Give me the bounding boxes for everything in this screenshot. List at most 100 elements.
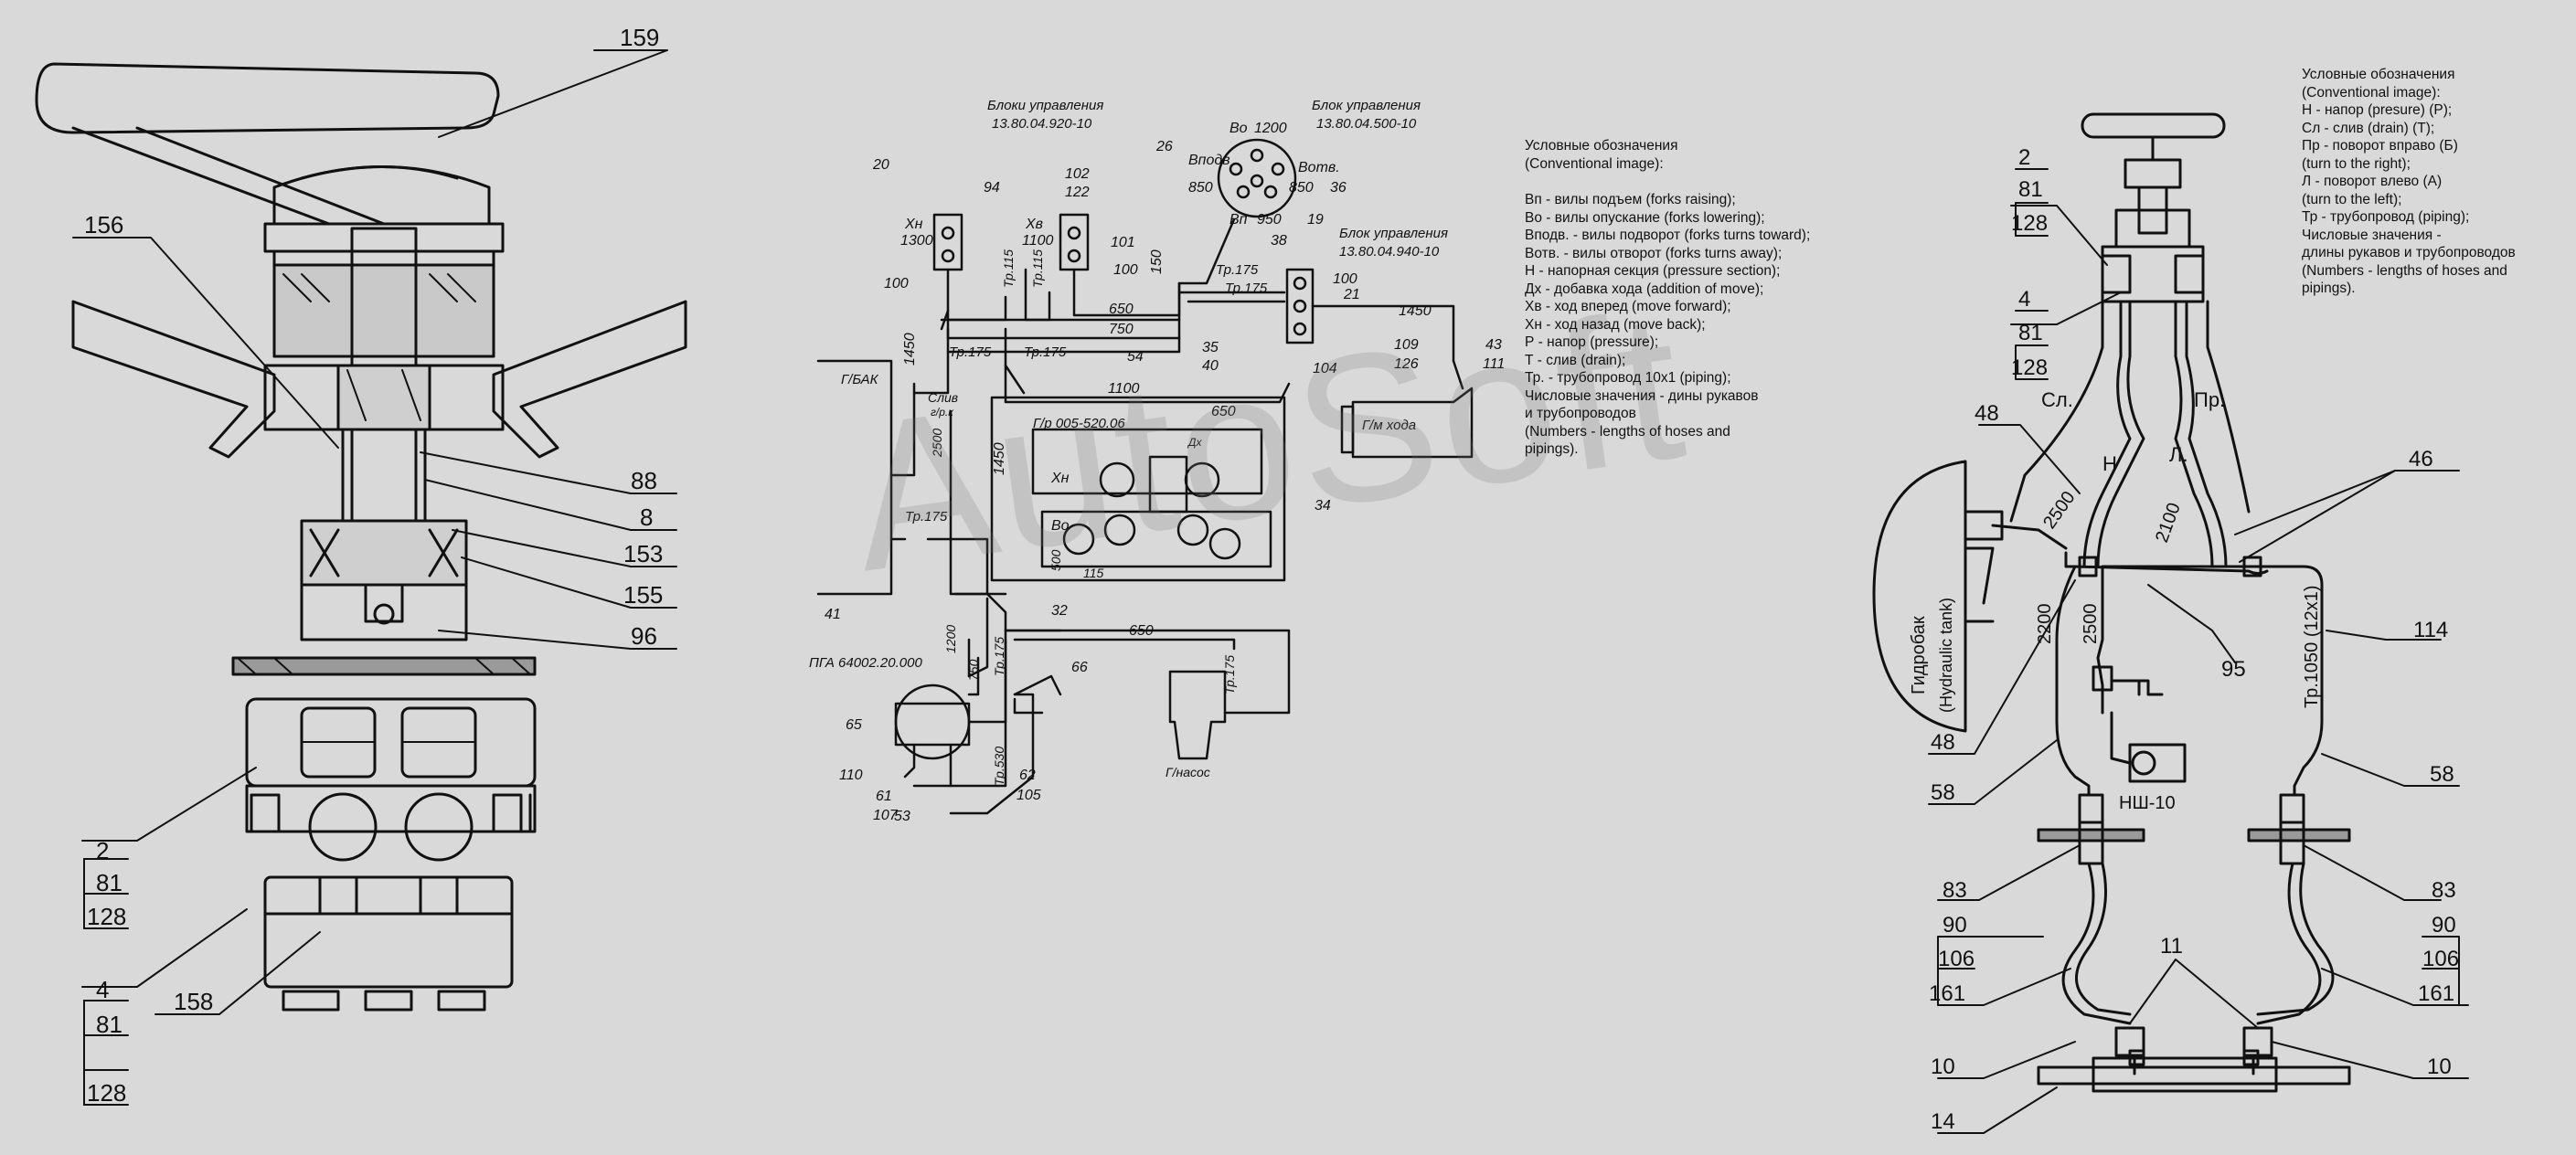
callout-61: 61 bbox=[876, 789, 892, 804]
callout-35: 35 bbox=[1202, 340, 1219, 355]
callout-r11: 11 bbox=[2160, 934, 2183, 959]
label-drain2: г/р.к bbox=[931, 406, 954, 419]
label-tank-en: (Hydraulic tank) bbox=[1937, 598, 1955, 713]
callout-94: 94 bbox=[984, 180, 1000, 196]
label-500: 500 bbox=[1048, 549, 1063, 571]
callout-r48-a: 48 bbox=[1975, 401, 1999, 426]
label-1100b: 1100 bbox=[1108, 381, 1140, 397]
label-tr175-c: Тр.175 bbox=[949, 344, 992, 360]
stack-r2-b: 81 bbox=[2018, 177, 2043, 202]
callout-8: 8 bbox=[640, 503, 653, 531]
label-bpodv: Вподв bbox=[1188, 153, 1230, 168]
callout-r161-b: 161 bbox=[2418, 981, 2454, 1006]
label-tr175-e: Тр.175 bbox=[905, 509, 948, 525]
stack-2-b: 81 bbox=[96, 869, 122, 896]
legend-line: Тр - трубопровод (piping); bbox=[2302, 209, 2470, 225]
legend-line bbox=[1525, 173, 1810, 191]
callout-r46: 46 bbox=[2409, 447, 2433, 472]
label-pga: ПГА 64002.20.000 bbox=[809, 655, 922, 671]
legend-left: Условные обозначения(Conventional image)… bbox=[1525, 137, 1810, 459]
legend-line: Числовые значения - bbox=[2302, 227, 2442, 243]
stack-r4-b: 81 bbox=[2018, 321, 2043, 345]
callout-r106-b: 106 bbox=[2422, 947, 2459, 971]
label-1100: 1100 bbox=[1022, 233, 1054, 249]
legend-line: Н - напорная секция (pressure section); bbox=[1525, 263, 1781, 279]
legend-line: Л - поворот влево (А) bbox=[2302, 174, 2443, 189]
middle-view-labels: Блоки управления 13.80.04.920-10 Блок уп… bbox=[809, 98, 1448, 786]
left-view-leaders bbox=[72, 49, 677, 1106]
legend-line: Дх - добавка хода (addition of move); bbox=[1525, 281, 1764, 297]
callout-159: 159 bbox=[620, 24, 659, 51]
callout-r90-b: 90 bbox=[2432, 913, 2456, 938]
callout-107: 107 bbox=[873, 808, 899, 823]
label-1450a: 1450 bbox=[902, 333, 918, 366]
callout-20: 20 bbox=[872, 157, 889, 173]
label-bo: Во bbox=[1229, 121, 1248, 136]
length-2500-a: 2500 bbox=[2039, 488, 2080, 533]
callout-r10-b: 10 bbox=[2427, 1054, 2452, 1079]
label-850b: 850 bbox=[1289, 180, 1314, 196]
legend-line: Хн - ход назад (move back); bbox=[1525, 316, 1706, 333]
left-view-labels: 159 156 88 8 153 155 96 158 2 81 128 4 8… bbox=[84, 24, 663, 1107]
legend-line: (Conventional image): bbox=[2302, 84, 2441, 101]
label-2500: 2500 bbox=[930, 429, 944, 458]
label-motor: Г/м хода bbox=[1362, 418, 1416, 433]
callout-53: 53 bbox=[894, 809, 910, 824]
length-2500-b: 2500 bbox=[2081, 604, 2101, 645]
legend-line: Во - вилы опускание (forks lowering); bbox=[1525, 209, 1765, 226]
callout-104: 104 bbox=[1313, 361, 1337, 376]
label-botv: Вотв. bbox=[1298, 160, 1340, 175]
title-control-block-2-code: 13.80.04.940-10 bbox=[1339, 244, 1440, 260]
callout-88: 88 bbox=[631, 467, 657, 494]
callout-40: 40 bbox=[1202, 358, 1219, 374]
label-tr175-a: Тр.175 bbox=[1216, 262, 1259, 278]
label-1450c: 1450 bbox=[992, 442, 1007, 475]
stack-r4-a: 4 bbox=[2018, 287, 2030, 312]
stack-4-c: 128 bbox=[87, 1079, 126, 1107]
title-control-blocks-code: 13.80.04.920-10 bbox=[992, 116, 1092, 132]
label-xb: Хв bbox=[1025, 217, 1043, 232]
callout-96: 96 bbox=[631, 622, 657, 650]
label-650b: 650 bbox=[1211, 404, 1236, 419]
legend-line: Вотв. - вилы отворот (forks turns away); bbox=[1525, 245, 1783, 261]
callout-62: 62 bbox=[1019, 768, 1036, 783]
label-650: 650 bbox=[1109, 302, 1134, 317]
callout-r83-b: 83 bbox=[2432, 878, 2456, 903]
callout-r161-a: 161 bbox=[1929, 981, 1965, 1006]
callout-100-a: 100 bbox=[884, 276, 909, 291]
label-1450b: 1450 bbox=[1399, 303, 1432, 319]
label-1300: 1300 bbox=[900, 233, 933, 249]
right-view-labels: Гидробак (Hydraulic tank) НШ-10 Сл. Пр. … bbox=[1909, 145, 2459, 1134]
legend-line: pipings). bbox=[2302, 281, 2356, 296]
legend-line: Р - напор (pressure); bbox=[1525, 334, 1659, 350]
callout-r114: 114 bbox=[2413, 618, 2448, 642]
label-tr115-a: Тр.115 bbox=[1001, 249, 1016, 288]
label-dx: Дх bbox=[1187, 436, 1202, 449]
stack-r2-c: 128 bbox=[2011, 211, 2048, 236]
callout-r83-a: 83 bbox=[1943, 878, 1967, 903]
legend-line: длины рукавов и трубопроводов bbox=[2302, 245, 2516, 260]
callout-54: 54 bbox=[1127, 349, 1144, 365]
label-1200: 1200 bbox=[943, 625, 958, 653]
legend-line: Числовые значения - дины рукавов bbox=[1525, 387, 1759, 404]
label-tr175-f: Тр.175 bbox=[992, 637, 1006, 676]
callout-153: 153 bbox=[623, 540, 663, 567]
label-650c: 650 bbox=[1129, 623, 1154, 639]
label-tr175-d: Тр.175 bbox=[1024, 344, 1067, 360]
callout-r58-a: 58 bbox=[1931, 780, 1955, 805]
callout-111: 111 bbox=[1483, 356, 1505, 372]
legend-line: Условные обозначения bbox=[1525, 138, 1678, 154]
callout-21: 21 bbox=[1343, 287, 1360, 302]
legend-line: Вп - вилы подъем (forks raising); bbox=[1525, 192, 1736, 207]
callout-19: 19 bbox=[1307, 212, 1324, 228]
label-1200: 1200 bbox=[1254, 121, 1287, 136]
label-tank: Г/БАК bbox=[841, 372, 879, 387]
label-bn: Вп bbox=[1229, 212, 1248, 228]
legend-line: Условные обозначения bbox=[2302, 67, 2455, 82]
callout-122: 122 bbox=[1065, 185, 1090, 200]
callout-32: 32 bbox=[1051, 603, 1068, 619]
callout-105: 105 bbox=[1017, 788, 1041, 803]
callout-r48-b: 48 bbox=[1931, 730, 1955, 755]
legend-line: (Conventional image): bbox=[1525, 155, 1664, 172]
